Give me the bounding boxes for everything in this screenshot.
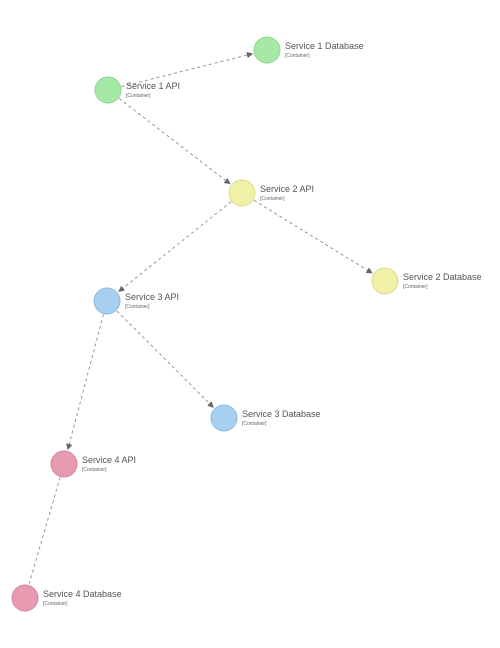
node-s3api[interactable]: Service 3 API [Container] <box>93 287 179 315</box>
edge-s1api-to-s1db <box>121 52 254 88</box>
node-type-label: [Container] <box>403 284 428 290</box>
node-type-label: [Container] <box>82 467 107 473</box>
node-label: Service 3 API <box>125 292 179 302</box>
node-label: Service 4 Database <box>43 589 122 599</box>
node-circle[interactable] <box>94 76 122 104</box>
edge-s2api-to-s2db <box>253 199 373 274</box>
node-label: Service 1 API <box>126 81 180 91</box>
edge-s2api-to-s3api <box>118 201 232 292</box>
edge-s3api-to-s3db <box>116 310 214 408</box>
node-circle[interactable] <box>371 267 399 295</box>
node-type-label: [Container] <box>125 304 150 310</box>
node-label: Service 1 Database <box>285 41 364 51</box>
node-type-label: [Container] <box>126 93 151 99</box>
node-circle[interactable] <box>93 287 121 315</box>
node-circle[interactable] <box>253 36 281 64</box>
node-label: Service 2 Database <box>403 272 482 282</box>
node-circle[interactable] <box>228 179 256 207</box>
node-type-label: [Container] <box>242 421 267 427</box>
node-label: Service 4 API <box>82 455 136 465</box>
node-label: Service 2 API <box>260 184 314 194</box>
edge-s1api-to-s2api <box>118 98 231 185</box>
node-s1api[interactable]: Service 1 API [Container] <box>94 76 180 104</box>
node-type-label: [Container] <box>285 53 310 59</box>
node-circle[interactable] <box>11 584 39 612</box>
node-s2api[interactable]: Service 2 API [Container] <box>228 179 314 207</box>
node-circle[interactable] <box>210 404 238 432</box>
node-s1db[interactable]: Service 1 Database [Container] <box>253 36 364 64</box>
node-s4api[interactable]: Service 4 API [Container] <box>50 450 136 478</box>
node-s3db[interactable]: Service 3 Database [Container] <box>210 404 321 432</box>
node-label: Service 3 Database <box>242 409 321 419</box>
node-type-label: [Container] <box>260 196 285 202</box>
node-s2db[interactable]: Service 2 Database [Container] <box>371 267 482 295</box>
edge-s4api-to-s4db <box>28 477 61 584</box>
edges-layer <box>28 52 373 584</box>
nodes-layer: Service 1 Database[Container]Service 1 A… <box>11 36 482 612</box>
node-type-label: [Container] <box>43 601 68 607</box>
edge-s3api-to-s4api <box>66 314 104 451</box>
node-s4db[interactable]: Service 4 Database [Container] <box>11 584 122 612</box>
node-circle[interactable] <box>50 450 78 478</box>
